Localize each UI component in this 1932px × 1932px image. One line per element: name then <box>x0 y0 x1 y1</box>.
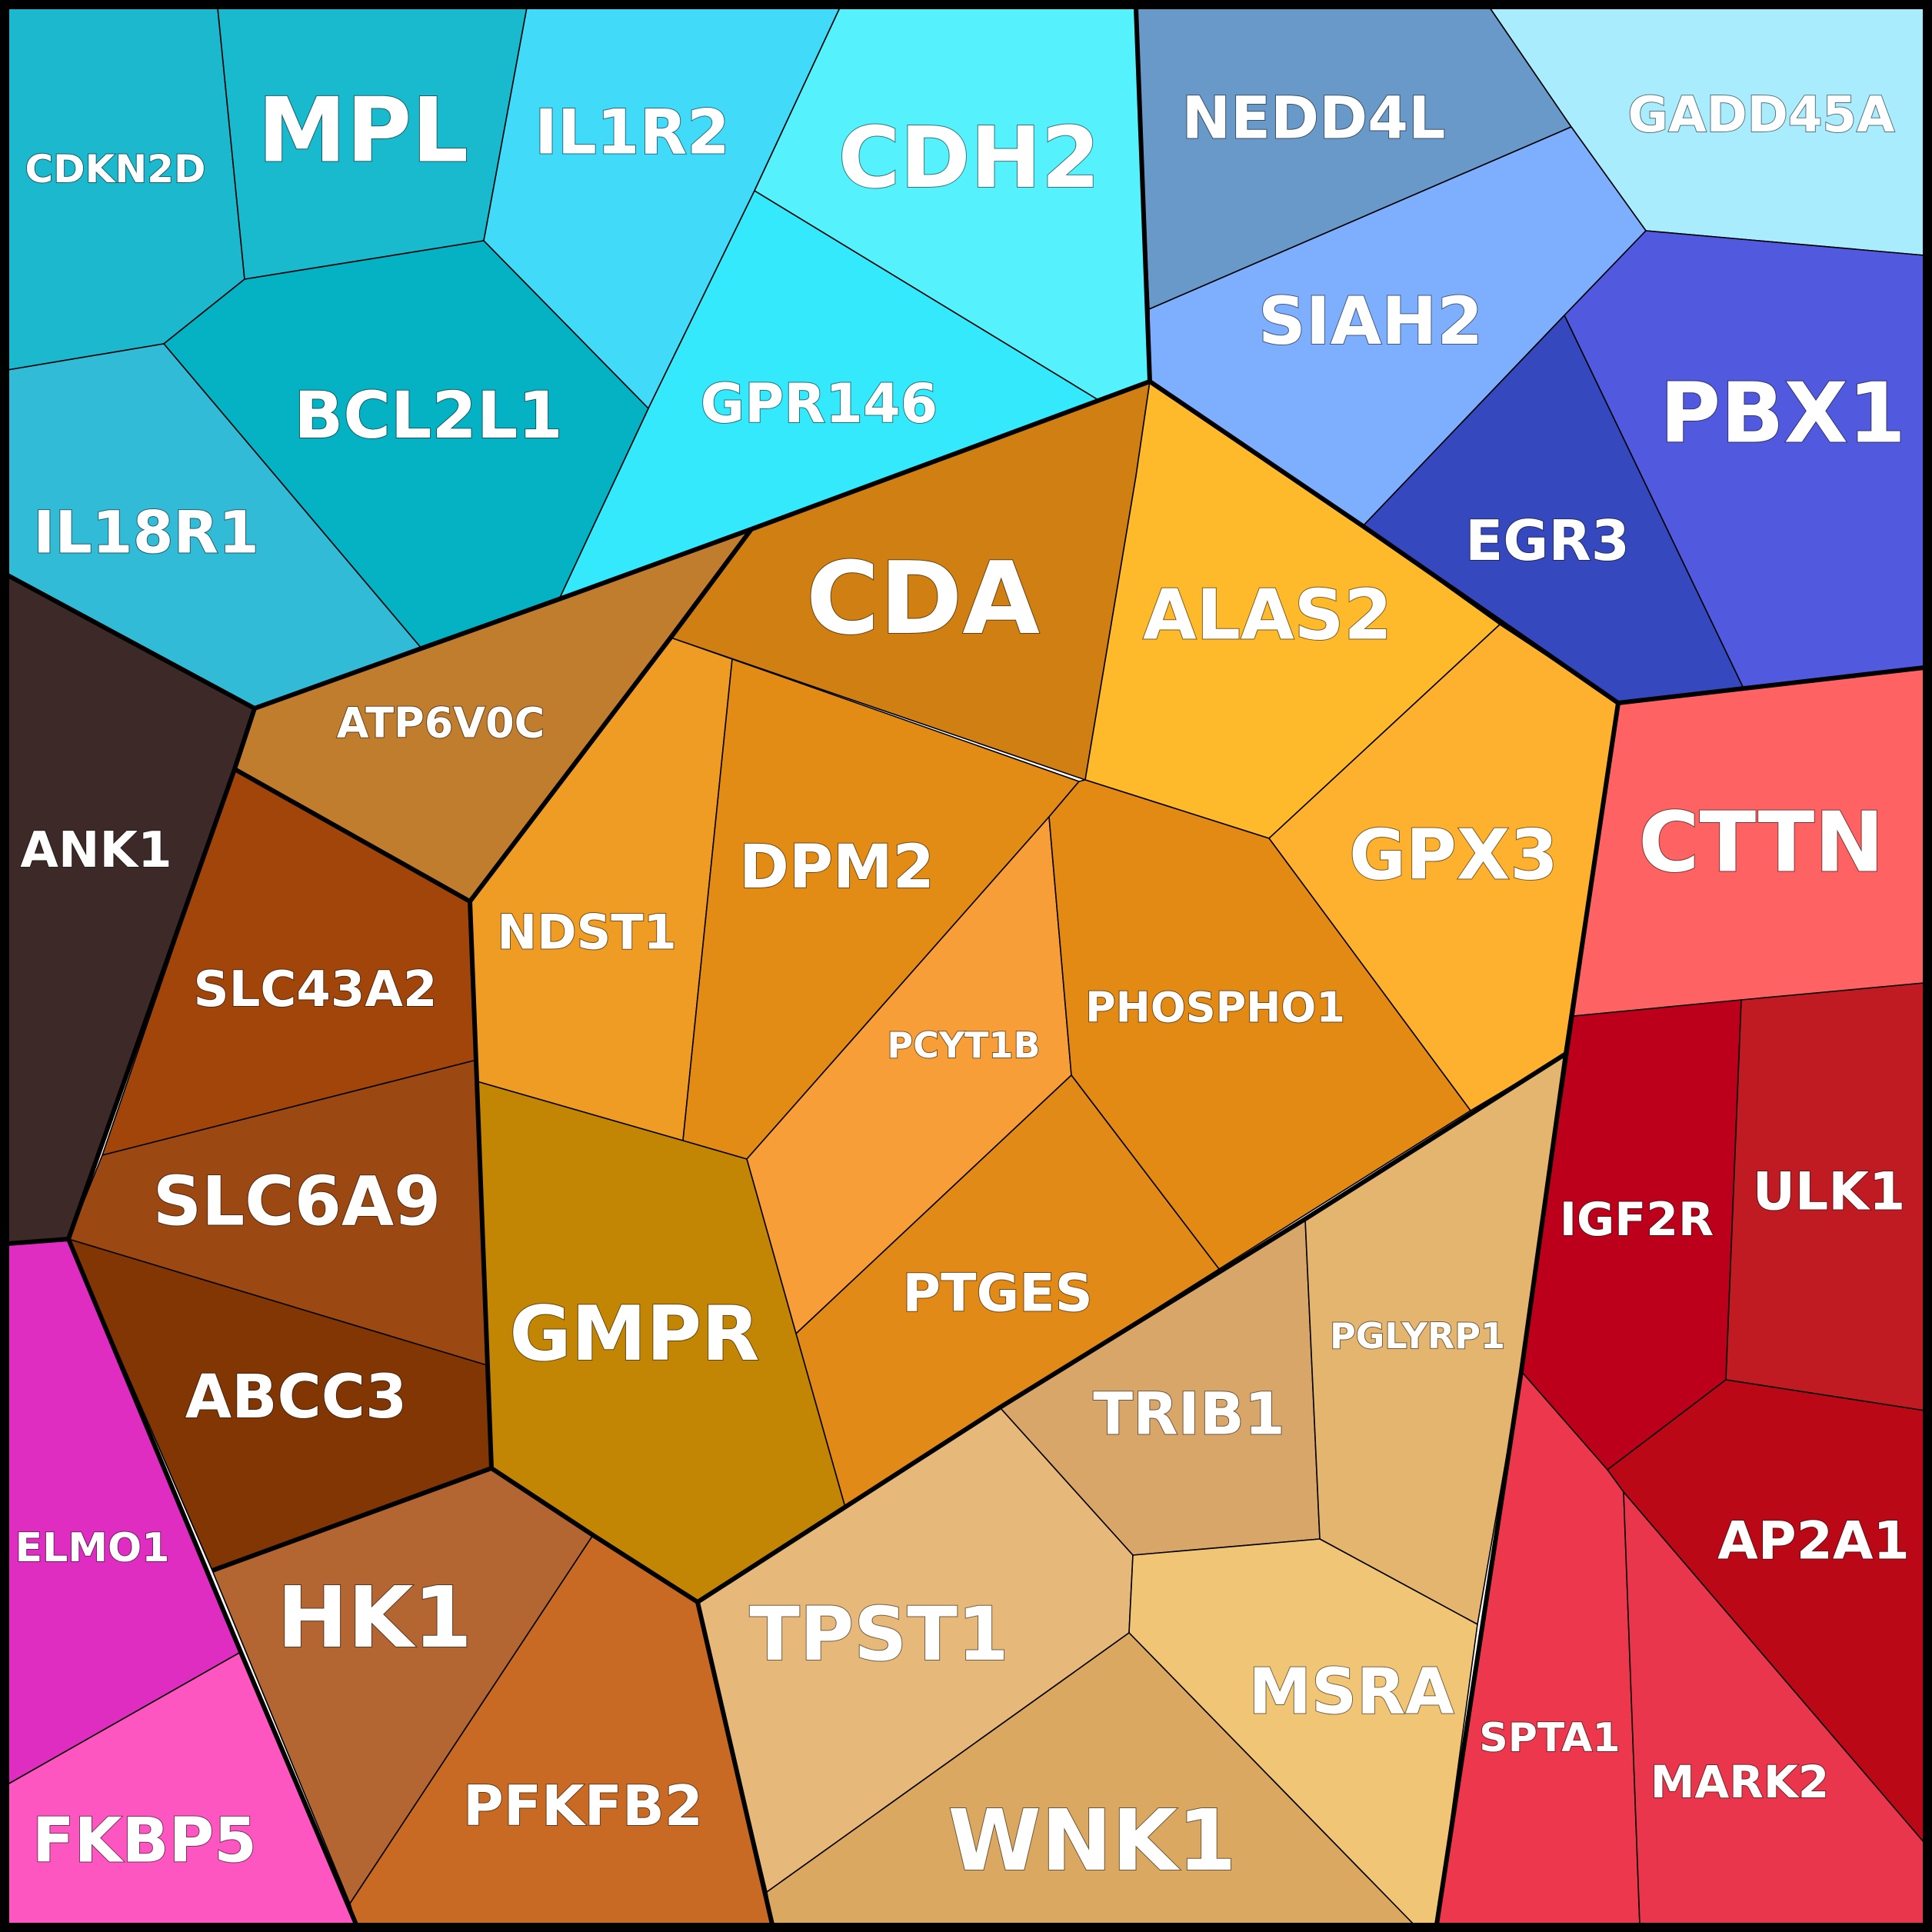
cell-label-mark2: MARK2 <box>1651 1756 1830 1808</box>
cell-label-ank1: ANK1 <box>20 822 172 879</box>
cell-label-gpr146: GPR146 <box>701 372 938 435</box>
cell-label-il18r1: IL18R1 <box>33 498 259 567</box>
cell-label-slc6a9: SLC6A9 <box>153 1162 441 1241</box>
cell-label-pfkfb2: PFKFB2 <box>463 1774 703 1838</box>
cell-phospho1 <box>1048 779 1471 1270</box>
cell-label-gmpr: GMPR <box>509 1291 759 1378</box>
group-border-7 <box>696 702 1621 1604</box>
cell-label-igf2r: IGF2R <box>1560 1193 1714 1247</box>
cell-label-bcl2l1: BCL2L1 <box>294 378 563 453</box>
group-borders-layer <box>6 7 1925 1926</box>
cell-label-gadd45a: GADD45A <box>1628 87 1895 144</box>
group-border-4 <box>468 528 754 903</box>
cell-label-dpm2: DPM2 <box>739 833 934 902</box>
cell-label-egr3: EGR3 <box>1465 508 1630 573</box>
cell-label-siah2: SIAH2 <box>1258 283 1483 360</box>
group-border-6 <box>211 1466 493 1573</box>
cell-label-tpst1: TPST1 <box>749 1591 1008 1677</box>
cell-label-cdkn2d: CDKN2D <box>25 147 205 192</box>
cell-label-nedd4l: NEDD4L <box>1181 84 1445 152</box>
cell-label-pglyrp1: PGLYRP1 <box>1330 1315 1505 1357</box>
cell-label-fkbp5: FKBP5 <box>32 1805 257 1877</box>
cell-label-pbx1: PBX1 <box>1660 366 1906 462</box>
group-border-5 <box>66 1237 358 1926</box>
cell-label-cda: CDA <box>806 540 1040 657</box>
cell-label-hk1: HK1 <box>277 1568 472 1667</box>
cell-label-ptges: PTGES <box>902 1264 1092 1324</box>
cell-label-trib1: TRIB1 <box>1093 1380 1284 1448</box>
cell-label-mpl: MPL <box>258 79 468 183</box>
cell-label-slc43a2: SLC43A2 <box>194 961 438 1018</box>
cell-label-ulk1: ULK1 <box>1753 1162 1906 1223</box>
cell-label-msra: MSRA <box>1248 1656 1454 1729</box>
cell-label-phospho1: PHOSPHO1 <box>1085 984 1345 1032</box>
group-border-1 <box>1134 7 1152 382</box>
cell-label-elmo1: ELMO1 <box>15 1525 170 1571</box>
cell-label-gpx3: GPX3 <box>1349 815 1558 896</box>
group-border-2 <box>7 708 257 1246</box>
cell-label-spta1: SPTA1 <box>1479 1715 1620 1761</box>
cell-label-pcyt1b: PCYT1B <box>887 1024 1040 1066</box>
cell-label-abcc3: ABCC3 <box>185 1363 408 1432</box>
cell-label-il1r2: IL1R2 <box>535 97 730 168</box>
cell-label-ndst1: NDST1 <box>497 904 676 961</box>
cell-label-alas2: ALAS2 <box>1143 575 1392 656</box>
cell-label-wnk1: WNK1 <box>948 1791 1236 1890</box>
group-border-8 <box>1434 1053 1568 1925</box>
cell-label-cdh2: CDH2 <box>838 108 1101 207</box>
cell-label-ap2a1: AP2A1 <box>1717 1511 1910 1572</box>
cells-layer <box>7 7 1925 1925</box>
cell-label-atp6v0c: ATP6V0C <box>337 699 545 748</box>
cell-label-cttn: CTTN <box>1638 795 1884 891</box>
